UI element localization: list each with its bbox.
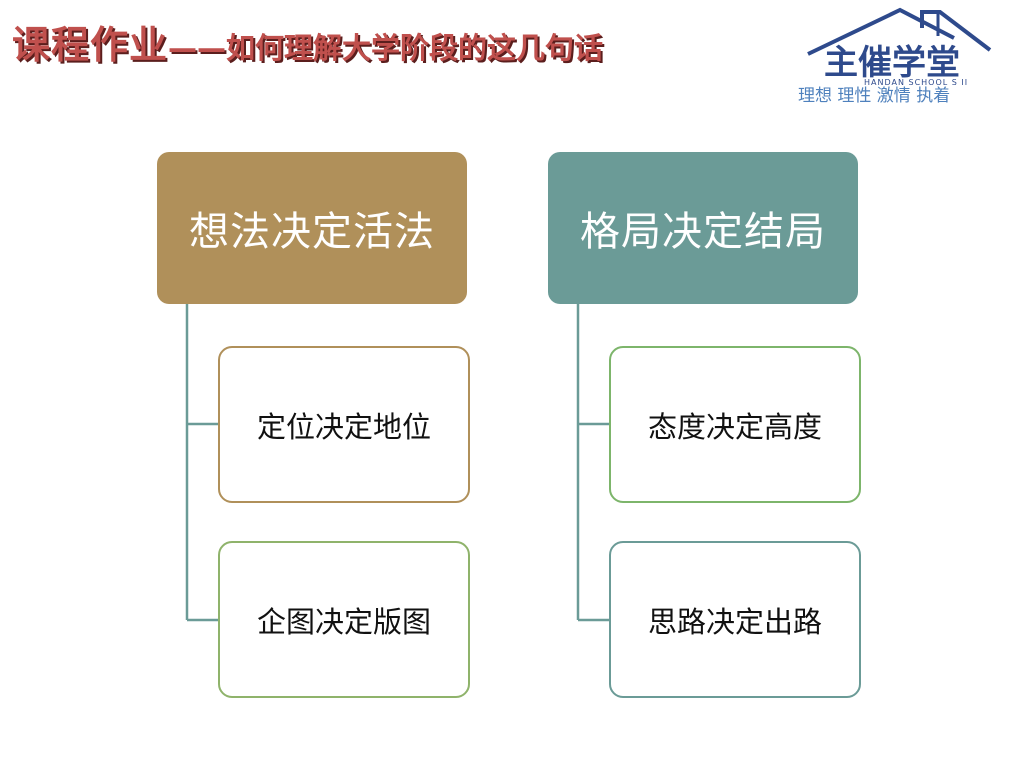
logo-text: 主催学堂: [824, 43, 960, 83]
logo-small-text: HANDAN SCHOOL S II: [864, 78, 968, 86]
child-box-left-2: 企图决定版图: [218, 541, 470, 698]
child-box-right-1: 态度决定高度: [609, 346, 861, 503]
child-box-left-1: 定位决定地位: [218, 346, 470, 503]
slide-title: 课程作业 ——如何理解大学阶段的这几句话: [12, 14, 603, 70]
school-logo: 主催学堂 HANDAN SCHOOL S II: [807, 7, 992, 86]
slogan: 理想 理性 激情 执着: [798, 86, 951, 106]
child-box-right-2: 思路决定出路: [609, 541, 861, 698]
title-main: 课程作业: [12, 23, 169, 67]
head-box-left: 想法决定活法: [157, 152, 467, 304]
title-subtitle: ——如何理解大学阶段的这几句话: [168, 31, 604, 65]
head-box-right: 格局决定结局: [548, 152, 858, 304]
